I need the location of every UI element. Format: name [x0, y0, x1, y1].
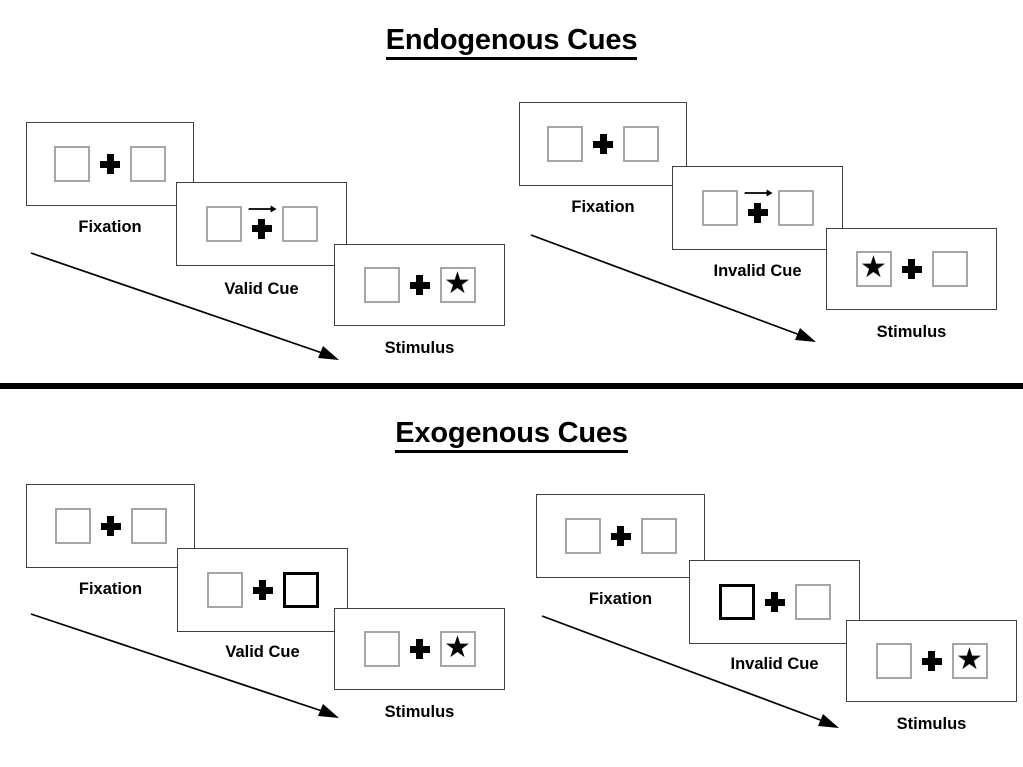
placeholder-box-left	[875, 643, 912, 679]
panel-label-invalid-cue: Invalid Cue	[730, 655, 819, 673]
placeholder-box-left	[206, 572, 243, 608]
panel-label-stimulus: Stimulus	[384, 703, 455, 721]
plus-icon	[764, 592, 785, 612]
panel-content	[178, 549, 347, 631]
panel-content	[27, 123, 193, 205]
panel-label-fixation: Fixation	[78, 580, 143, 598]
placeholder-box-left	[564, 518, 601, 554]
panel-label-stimulus: Stimulus	[876, 323, 947, 341]
cued-box-left	[718, 584, 755, 620]
plus-icon	[610, 526, 631, 546]
panel-endogenous-valid-cue[interactable]	[176, 182, 347, 266]
panel-label-invalid-cue: Invalid Cue	[713, 262, 802, 280]
placeholder-box-right	[130, 508, 167, 544]
fixation-area	[755, 580, 795, 624]
arrow-right-icon	[744, 189, 773, 197]
fixation-area	[892, 247, 932, 291]
panel-label-stimulus: Stimulus	[384, 339, 455, 357]
placeholder-box-left	[54, 146, 90, 182]
panel-endogenous-invalid-stimulus[interactable]: ★	[826, 228, 997, 310]
placeholder-box-left	[54, 508, 91, 544]
fixation-area	[601, 514, 641, 558]
target-box-left: ★	[855, 251, 892, 287]
plus-icon	[409, 275, 430, 295]
section-title-endogenous: Endogenous Cues	[0, 24, 1023, 60]
panel-label-valid-cue: Valid Cue	[224, 280, 299, 298]
placeholder-box-left	[363, 267, 400, 303]
section-title-exogenous: Exogenous Cues	[0, 417, 1023, 453]
panel-exogenous-valid-cue[interactable]	[177, 548, 348, 632]
target-box-right: ★	[951, 643, 988, 679]
star-icon: ★	[956, 643, 983, 676]
panel-exogenous-invalid-stimulus[interactable]: ★	[846, 620, 1017, 702]
placeholder-box-left	[363, 631, 400, 667]
panel-exogenous-invalid-fixation[interactable]	[536, 494, 705, 578]
plus-icon	[100, 154, 120, 174]
placeholder-box-left	[205, 206, 242, 242]
plus-icon	[409, 639, 430, 659]
fixation-area	[400, 627, 440, 671]
panel-endogenous-invalid-cue[interactable]	[672, 166, 843, 250]
plus-icon	[901, 259, 922, 279]
panel-endogenous-valid-fixation[interactable]	[26, 122, 194, 206]
plus-icon	[593, 134, 613, 154]
target-box-right: ★	[439, 631, 476, 667]
plus-icon	[100, 516, 121, 536]
panel-label-stimulus: Stimulus	[896, 715, 967, 733]
arrow-right-icon	[248, 205, 277, 213]
section-title-exogenous-text: Exogenous Cues	[395, 417, 628, 453]
fixation-area	[242, 202, 282, 246]
panel-content: ★	[335, 245, 504, 325]
plus-icon	[747, 202, 768, 223]
panel-endogenous-invalid-fixation[interactable]	[519, 102, 687, 186]
cued-box-right	[282, 572, 319, 608]
placeholder-box-right	[130, 146, 166, 182]
placeholder-box-left	[701, 190, 738, 226]
panel-exogenous-valid-stimulus[interactable]: ★	[334, 608, 505, 690]
placeholder-box-right	[640, 518, 677, 554]
fixation-area	[90, 142, 130, 186]
placeholder-box-right	[623, 126, 659, 162]
panel-content: ★	[827, 229, 996, 309]
placeholder-box-left	[547, 126, 583, 162]
section-divider	[0, 383, 1023, 389]
placeholder-box-right	[794, 584, 831, 620]
panel-label-fixation: Fixation	[78, 218, 142, 236]
panel-content	[520, 103, 686, 185]
panel-label-fixation: Fixation	[588, 590, 653, 608]
fixation-area	[91, 504, 131, 548]
target-box-right: ★	[439, 267, 476, 303]
panel-label-fixation: Fixation	[571, 198, 635, 216]
plus-icon	[251, 218, 272, 239]
fixation-area	[738, 186, 778, 230]
placeholder-box-right	[931, 251, 968, 287]
panel-label-valid-cue: Valid Cue	[225, 643, 300, 661]
panel-content	[690, 561, 859, 643]
plus-icon	[252, 580, 273, 600]
fixation-area	[583, 122, 623, 166]
panel-exogenous-valid-fixation[interactable]	[26, 484, 195, 568]
panel-content: ★	[847, 621, 1016, 701]
placeholder-box-right	[281, 206, 318, 242]
placeholder-box-right	[777, 190, 814, 226]
panel-content	[673, 167, 842, 249]
star-icon: ★	[860, 251, 887, 284]
plus-icon	[921, 651, 942, 671]
section-title-endogenous-text: Endogenous Cues	[385, 24, 637, 60]
fixation-area	[400, 263, 440, 307]
fixation-area	[243, 568, 283, 612]
star-icon: ★	[444, 267, 471, 300]
panel-content: ★	[335, 609, 504, 689]
panel-exogenous-invalid-cue[interactable]	[689, 560, 860, 644]
fixation-area	[912, 639, 952, 683]
panel-content	[537, 495, 704, 577]
star-icon: ★	[444, 631, 471, 664]
panel-content	[177, 183, 346, 265]
panel-endogenous-valid-stimulus[interactable]: ★	[334, 244, 505, 326]
panel-content	[27, 485, 194, 567]
